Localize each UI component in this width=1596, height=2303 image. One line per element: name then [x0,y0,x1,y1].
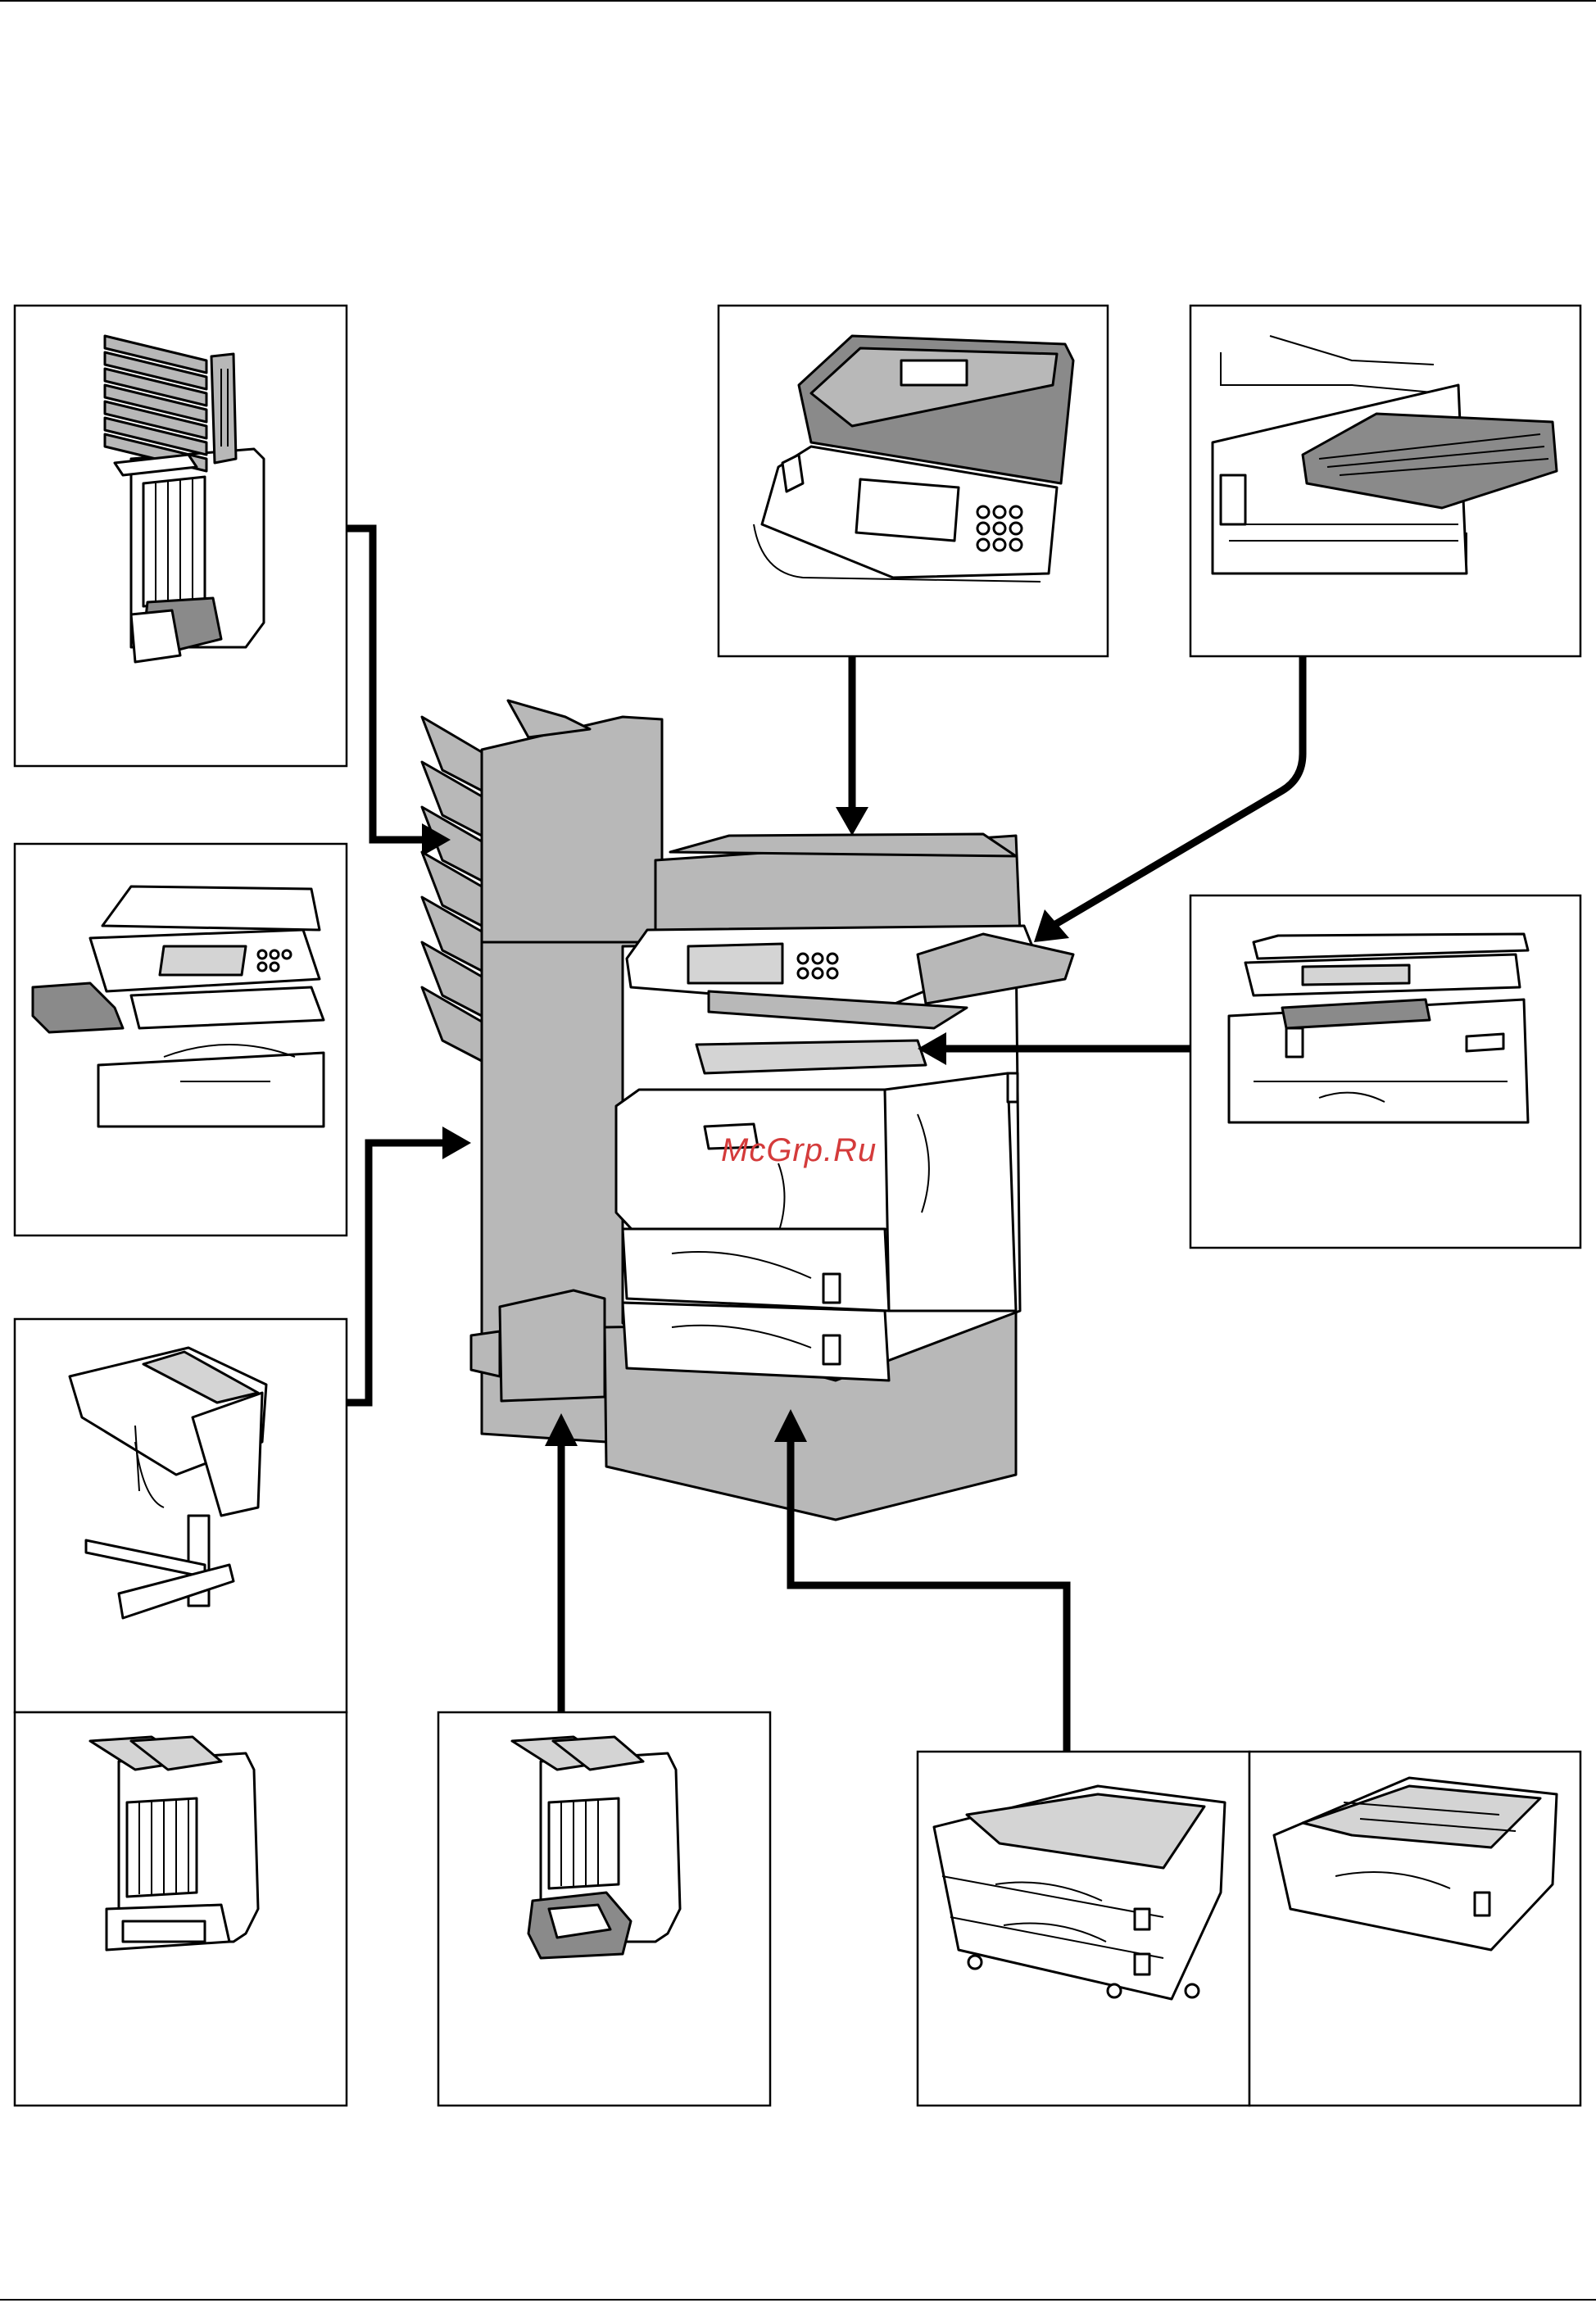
arrow-punch-unit [545,1413,578,1712]
option-panel-punch-unit [438,1712,770,2106]
main-machine-illustration [422,700,1073,1520]
option-panel-inner-job-separator [15,844,347,1235]
paper-feeder-icon [934,1786,1225,1999]
bottom-rule [0,2299,1596,2301]
option-panel-document-finisher [15,1712,347,2106]
option-panel-finisher-mailbox [15,306,347,766]
job-separator-icon [1229,934,1528,1122]
arrow-staple-finisher [347,1127,471,1403]
option-panel-side-exit-tray [1190,306,1580,656]
option-panel-job-separator [1190,895,1580,1248]
arrow-mailbox-finisher [347,528,451,856]
option-panel-large-capacity-feeder [1249,1752,1580,2106]
option-panel-paper-feeder [918,1752,1249,2106]
option-panel-staple-finisher [15,1319,347,1712]
option-panel-document-processor [719,306,1108,656]
watermark-text: McGrp.Ru [721,1132,877,1169]
arrow-document-processor [836,656,868,836]
